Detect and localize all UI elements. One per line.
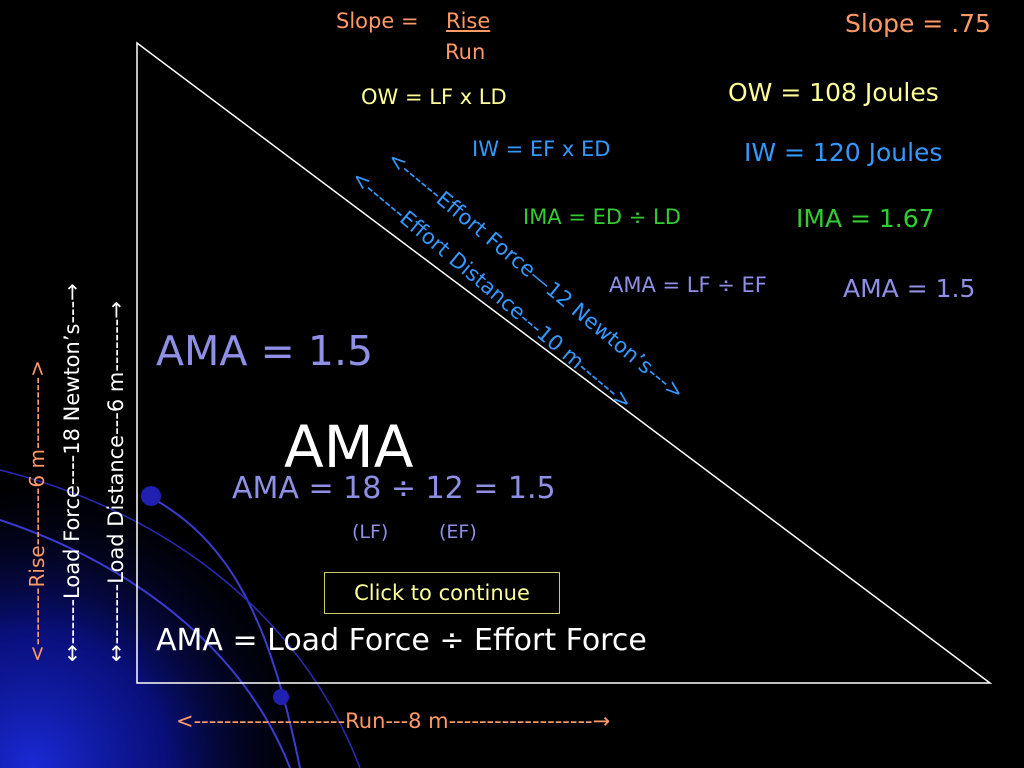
load-distance-label: ↔--------Load Distance---6 m-------→: [104, 301, 128, 662]
load-force-label: ↔------Load Force----18 Newton’s---→: [60, 283, 84, 662]
continue-button[interactable]: Click to continue: [324, 572, 560, 614]
ima-value: IMA = 1.67: [796, 204, 935, 233]
ow-value: OW = 108 Joules: [728, 78, 939, 107]
swirl-line: [0, 469, 361, 768]
swirl-dot: [273, 689, 289, 705]
run-label: <--------------------Run---8 m----------…: [176, 709, 611, 733]
ow-formula: OW = LF x LD: [361, 85, 507, 109]
swirl-line: [0, 519, 291, 768]
ama-definition: AMA = Load Force ÷ Effort Force: [156, 623, 647, 658]
ama-heading: AMA: [284, 413, 414, 481]
ama-calculation: AMA = 18 ÷ 12 = 1.5: [232, 471, 556, 506]
swirl-line: [149, 496, 301, 768]
slope-formula-denominator: Run: [445, 40, 486, 64]
swirl-dot: [141, 486, 161, 506]
ima-formula: IMA = ED ÷ LD: [523, 205, 681, 229]
ama-value-left: AMA = 1.5: [156, 327, 374, 375]
ama-value-right: AMA = 1.5: [843, 274, 976, 303]
ama-formula: AMA = LF ÷ EF: [609, 273, 767, 297]
slope-value: Slope = .75: [845, 9, 991, 38]
lf-label: (LF): [352, 521, 389, 543]
iw-formula: IW = EF x ED: [472, 137, 611, 161]
rise-label: <--------Rise--------6 m---------->: [25, 360, 49, 662]
iw-value: IW = 120 Joules: [744, 138, 943, 167]
slope-formula-label: Slope =: [336, 9, 419, 33]
slope-formula-numerator: Rise: [446, 9, 491, 33]
ef-label: (EF): [439, 521, 477, 543]
